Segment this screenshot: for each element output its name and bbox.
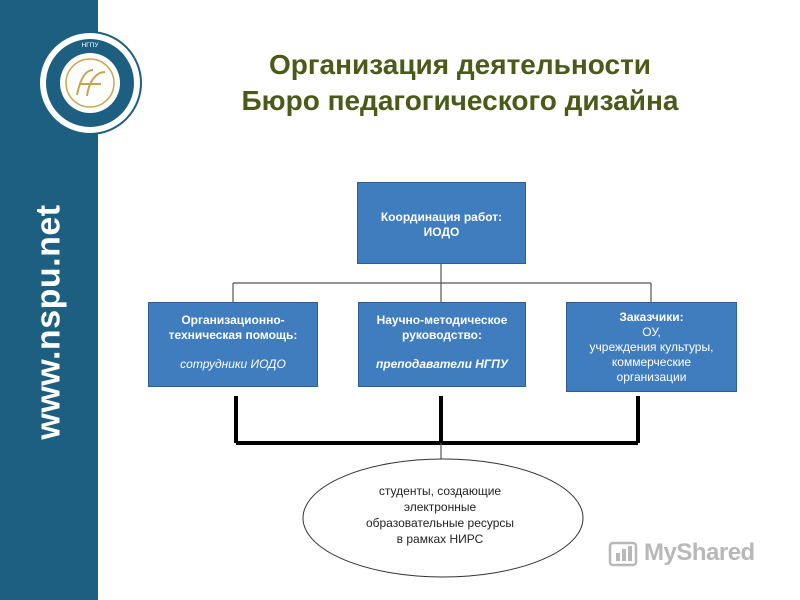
box-left-line-1: Организационно- bbox=[181, 313, 285, 327]
box-right-line-5: организации bbox=[616, 370, 687, 384]
box-customers: Заказчики: ОУ, учреждения культуры, комм… bbox=[566, 302, 737, 392]
box-right-line-3: учреждения культуры, bbox=[589, 340, 714, 354]
box-mid-line-3: преподаватели НГПУ bbox=[375, 357, 509, 371]
box-left-spacer bbox=[149, 343, 317, 357]
ellipse-line-1: студенты, создающие bbox=[378, 484, 502, 498]
box-right-line-2: ОУ, bbox=[642, 325, 661, 339]
box-top-line-1: Координация работ: bbox=[380, 210, 503, 224]
box-mid-spacer bbox=[359, 343, 525, 357]
box-left-line-3: сотрудники ИОДО bbox=[180, 357, 286, 371]
watermark-text: MyShared bbox=[644, 539, 755, 566]
watermark-chart-icon bbox=[608, 541, 638, 567]
box-mid-line-1: Научно-методическое bbox=[376, 313, 508, 327]
thick-connectors bbox=[234, 396, 640, 445]
ellipse-line-2: электронные bbox=[403, 500, 477, 514]
box-mid-line-2: руководство: bbox=[402, 328, 482, 342]
box-methodical-guidance: Научно-методическое руководство: препода… bbox=[358, 302, 526, 387]
box-right-line-1: Заказчики: bbox=[619, 310, 684, 324]
myshared-watermark bbox=[608, 541, 638, 567]
box-technical-help: Организационно- техническая помощь: сотр… bbox=[148, 302, 318, 387]
thin-connectors bbox=[232, 264, 652, 302]
box-left-line-2: техническая помощь: bbox=[168, 328, 298, 342]
students-ellipse bbox=[302, 458, 584, 578]
box-right-line-4: коммерческие bbox=[611, 355, 692, 369]
ellipse-line-4: в рамках НИРС bbox=[396, 532, 484, 546]
box-coordination: Координация работ: ИОДО bbox=[357, 182, 526, 264]
svg-text:НГПУ: НГПУ bbox=[81, 42, 99, 49]
university-logo: НГПУ bbox=[38, 31, 142, 135]
title-line-1: Организация деятельности bbox=[268, 49, 652, 80]
page-title: Организация деятельности Бюро педагогиче… bbox=[170, 47, 750, 119]
title-line-2: Бюро педагогического дизайна bbox=[241, 85, 679, 116]
ellipse-line-3: образовательные ресурсы bbox=[365, 516, 515, 530]
box-top-line-2: ИОДО bbox=[423, 225, 460, 239]
ellipse-text: студенты, создающие электронные образова… bbox=[330, 483, 550, 547]
